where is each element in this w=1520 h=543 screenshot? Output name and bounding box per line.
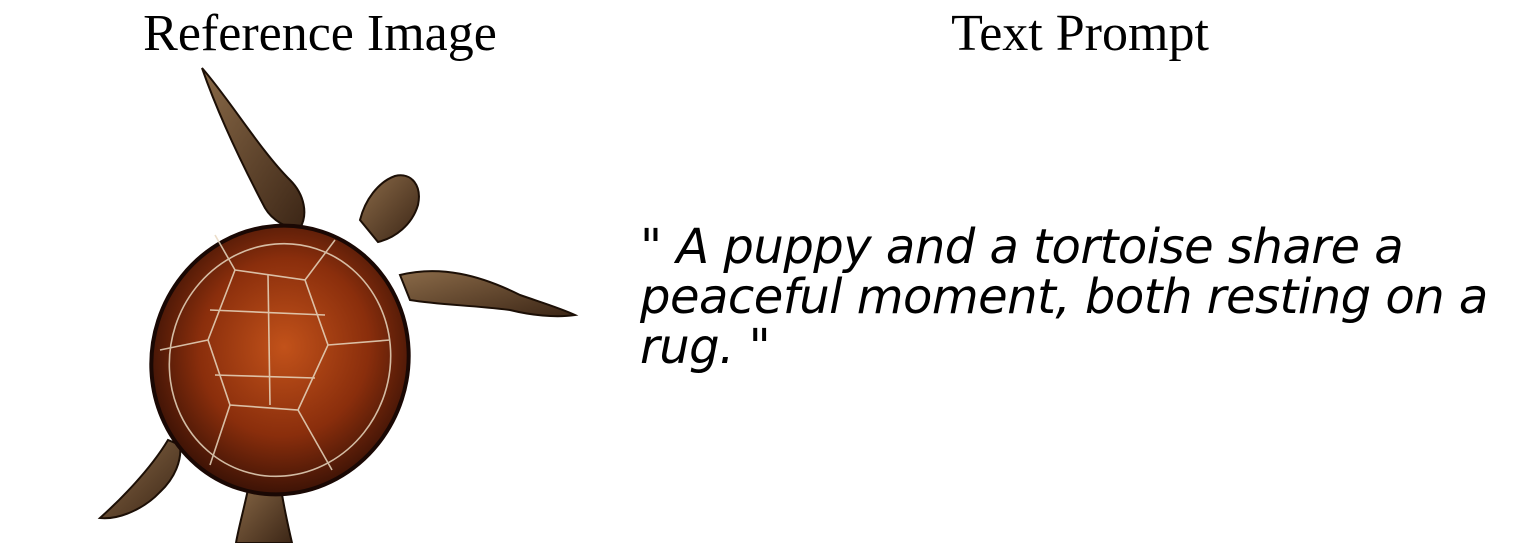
turtle-head — [358, 174, 420, 244]
text-prompt: " A puppy and a tortoise share a peacefu… — [640, 219, 1488, 375]
front-right-flipper — [398, 270, 579, 318]
shell-pattern — [159, 234, 392, 478]
turtle-shell — [149, 223, 411, 497]
reference-image — [60, 60, 620, 543]
text-prompt-heading: Text Prompt — [951, 5, 1209, 62]
sea-turtle-illustration — [97, 67, 579, 543]
front-left-flipper — [201, 67, 306, 230]
back-left-flipper — [97, 438, 182, 520]
reference-image-heading: Reference Image — [143, 5, 497, 62]
